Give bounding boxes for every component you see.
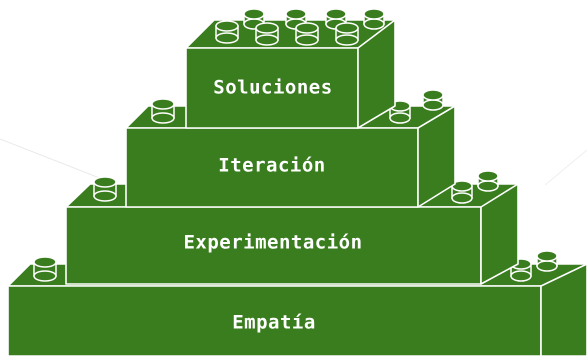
- stud: [295, 22, 319, 46]
- stud: [422, 89, 444, 111]
- level-label-soluciones: Soluciones: [213, 77, 332, 99]
- block-front-face: [7, 285, 542, 356]
- stud: [215, 20, 239, 44]
- level-label-empatia: Empatía: [232, 312, 316, 334]
- stud: [536, 250, 558, 272]
- block-side-face: [480, 183, 519, 285]
- stud: [93, 176, 117, 202]
- stud: [151, 98, 175, 124]
- block-front-face: [185, 47, 359, 129]
- background-edge-line: [544, 149, 587, 186]
- stud: [451, 180, 473, 204]
- block-soluciones: Soluciones: [185, 8, 396, 129]
- stud: [335, 22, 359, 46]
- level-label-iteracion: Iteración: [218, 155, 325, 177]
- block-side-face: [357, 19, 396, 129]
- level-label-experimentacion: Experimentación: [183, 232, 362, 254]
- block-front-face: [125, 127, 419, 208]
- stud: [477, 170, 499, 192]
- stud: [33, 256, 57, 282]
- block-side-face: [417, 105, 456, 208]
- stud: [255, 22, 279, 46]
- block-front-face: [65, 206, 482, 285]
- block-side-face: [540, 263, 587, 356]
- stud: [363, 8, 385, 30]
